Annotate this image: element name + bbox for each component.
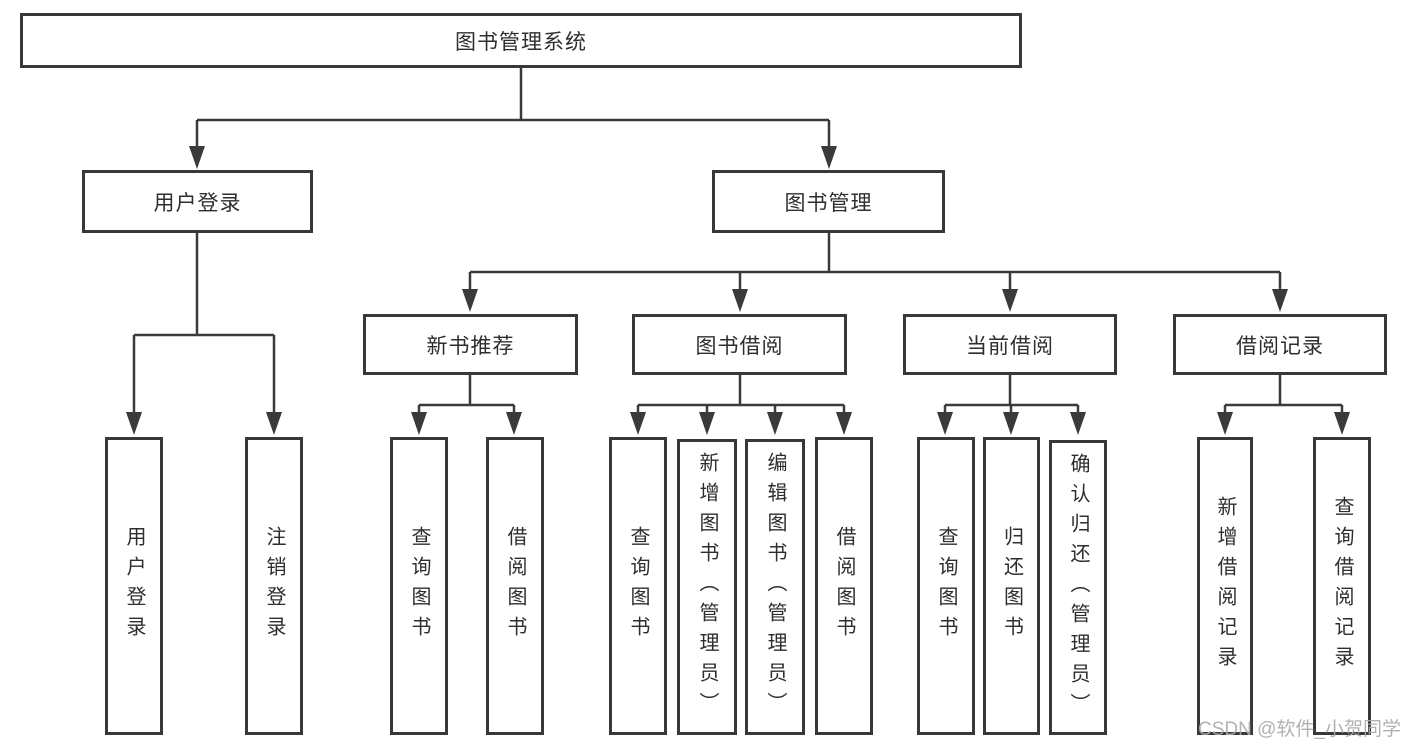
leaf-label: 用户登录	[123, 526, 145, 646]
leaf-label: 注销登录	[263, 526, 285, 646]
leaf-query-books-borrowing: 查询图书	[609, 437, 667, 735]
leaf-label: 确认归还（管理员）	[1067, 452, 1089, 723]
node-user-login: 用户登录	[82, 170, 313, 233]
node-label: 借阅记录	[1236, 334, 1324, 358]
node-label: 图书管理系统	[455, 30, 587, 54]
leaf-label: 查询借阅记录	[1331, 496, 1353, 676]
node-book-management: 图书管理	[712, 170, 945, 233]
csdn-watermark: CSDN @软件_小贺同学	[1198, 719, 1401, 740]
leaf-query-borrow-record: 查询借阅记录	[1313, 437, 1371, 735]
leaf-edit-book-admin: 编辑图书（管理员）	[745, 439, 805, 735]
node-label: 图书管理	[784, 191, 873, 215]
node-label: 新书推荐	[426, 334, 515, 358]
node-label: 图书借阅	[695, 334, 784, 358]
node-borrowing-records: 借阅记录	[1173, 314, 1387, 375]
node-library-management-system: 图书管理系统	[20, 13, 1022, 68]
leaf-label: 借阅图书	[504, 526, 526, 646]
leaf-add-borrow-record: 新增借阅记录	[1197, 437, 1253, 735]
arrowhead-icons	[126, 146, 1350, 435]
leaf-label: 查询图书	[627, 526, 649, 646]
leaf-label: 借阅图书	[833, 526, 855, 646]
leaf-add-book-admin: 新增图书（管理员）	[677, 439, 737, 735]
node-book-borrowing: 图书借阅	[632, 314, 847, 375]
leaf-label: 新增借阅记录	[1214, 496, 1236, 676]
leaf-label: 新增图书（管理员）	[696, 452, 718, 722]
leaf-query-books-recommend: 查询图书	[390, 437, 448, 735]
leaf-confirm-return-admin: 确认归还（管理员）	[1049, 440, 1107, 735]
leaf-label: 编辑图书（管理员）	[764, 452, 786, 722]
leaf-borrow-books-borrowing: 借阅图书	[815, 437, 873, 735]
leaf-return-books: 归还图书	[983, 437, 1040, 735]
leaf-user-login: 用户登录	[105, 437, 163, 735]
leaf-logout: 注销登录	[245, 437, 303, 735]
leaf-borrow-books-recommend: 借阅图书	[486, 437, 544, 735]
leaf-query-books-current: 查询图书	[917, 437, 975, 735]
leaf-label: 归还图书	[1000, 526, 1023, 646]
node-new-book-recommend: 新书推荐	[363, 314, 578, 375]
node-current-borrowing: 当前借阅	[903, 314, 1117, 375]
node-label: 当前借阅	[966, 334, 1054, 358]
leaf-label: 查询图书	[408, 526, 430, 646]
node-label: 用户登录	[153, 191, 242, 215]
leaf-label: 查询图书	[935, 526, 957, 646]
